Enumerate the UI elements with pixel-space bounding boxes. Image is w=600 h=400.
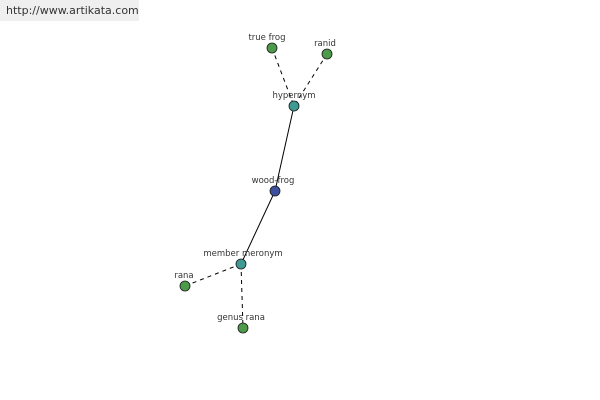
labels-layer: true frog ranid hypernym wood-frog member me…: [174, 33, 336, 323]
node-label-hypernym[interactable]: hypernym: [272, 91, 315, 101]
edge-hypernym-to-wood-frog: [274, 105, 295, 192]
edge-wood-frog-to-member-meronym: [240, 190, 276, 265]
source-url-banner[interactable]: http://www.artikata.com: [0, 0, 139, 21]
node-wood-frog[interactable]: [269, 185, 281, 197]
node-label-member-meronym[interactable]: member meronym: [203, 249, 282, 259]
node-genus-rana[interactable]: [237, 322, 249, 334]
node-member-meronym[interactable]: [235, 258, 247, 270]
node-true-frog[interactable]: [266, 42, 278, 54]
node-label-rana[interactable]: rana: [174, 271, 193, 281]
edge-true-frog-to-hypernym: [271, 47, 295, 107]
edge-member-meronym-to-genus-rana: [240, 263, 244, 329]
node-label-ranid[interactable]: ranid: [314, 39, 336, 49]
node-label-true-frog[interactable]: true frog: [248, 33, 285, 43]
node-ranid[interactable]: [321, 48, 333, 60]
edge-member-meronym-to-rana: [184, 263, 242, 287]
edge-ranid-to-hypernym: [293, 53, 328, 107]
node-label-wood-frog[interactable]: wood-frog: [252, 176, 295, 186]
node-label-genus-rana[interactable]: genus rana: [217, 313, 265, 323]
node-rana[interactable]: [179, 280, 191, 292]
nodes-layer: [179, 42, 333, 334]
edges-layer: [184, 47, 328, 329]
node-hypernym[interactable]: [288, 100, 300, 112]
